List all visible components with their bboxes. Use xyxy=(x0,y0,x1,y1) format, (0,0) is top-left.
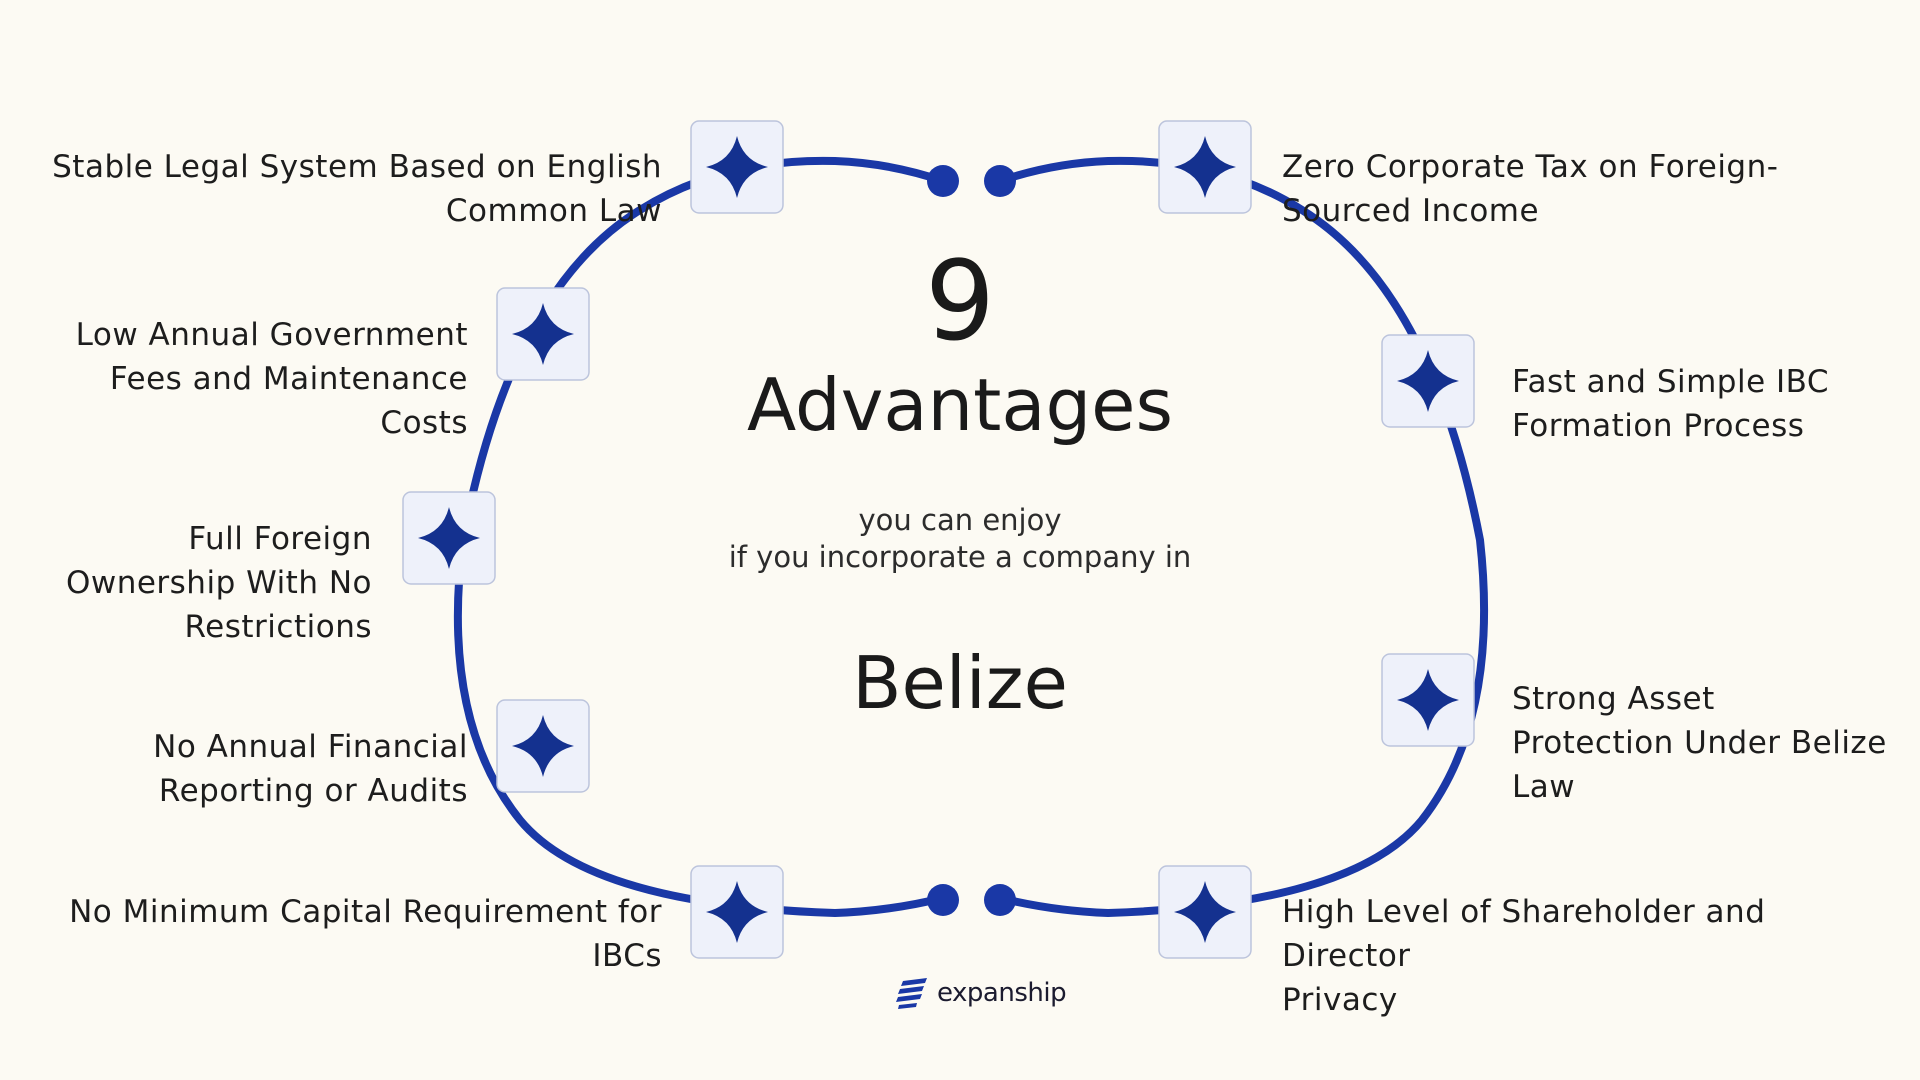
advantage-icon-tile xyxy=(402,491,496,585)
advantage-icon-tile xyxy=(496,699,590,793)
advantage-no-financial-reporting: No Annual Financial Reporting or Audits xyxy=(153,729,468,809)
subtitle: you can enjoy if you incorporate a compa… xyxy=(728,503,1192,574)
advantage-icon-tile xyxy=(496,287,590,381)
advantage-zero-corporate-tax: Zero Corporate Tax on Foreign- Sourced I… xyxy=(1282,149,1779,229)
advantage-icon-tile xyxy=(1158,120,1252,214)
heading-advantages: Advantages xyxy=(747,363,1173,447)
advantage-icon-tile xyxy=(1158,865,1252,959)
advantage-shareholder-privacy: High Level of Shareholder and Director P… xyxy=(1282,894,1766,1018)
advantage-icon-tile xyxy=(690,120,784,214)
sparkle-icon xyxy=(512,303,574,365)
advantage-strong-asset-protection: Strong Asset Protection Under Belize Law xyxy=(1512,681,1887,805)
advantage-low-annual-fees: Low Annual Government Fees and Maintenan… xyxy=(75,317,468,441)
ring-end-dot-top-right xyxy=(984,165,1016,197)
country-name: Belize xyxy=(852,641,1068,725)
advantage-icon-tile xyxy=(1381,334,1475,428)
ring-end-dot-top-left xyxy=(927,165,959,197)
sparkle-icon xyxy=(418,507,480,569)
brand-logo: expanship xyxy=(895,975,1067,1011)
sparkle-icon xyxy=(706,136,768,198)
ring-end-dot-bottom-left xyxy=(927,884,959,916)
brand-name: expanship xyxy=(937,978,1067,1008)
sparkle-icon xyxy=(1397,669,1459,731)
sparkle-icon xyxy=(1397,350,1459,412)
ring-end-dot-bottom-right xyxy=(984,884,1016,916)
advantage-fast-ibc-formation: Fast and Simple IBC Formation Process xyxy=(1512,364,1830,444)
advantage-icon-tile xyxy=(1381,653,1475,747)
advantage-count: 9 xyxy=(925,237,995,365)
advantage-icon-tile xyxy=(690,865,784,959)
sparkle-icon xyxy=(512,715,574,777)
sparkle-icon xyxy=(1174,881,1236,943)
sparkle-icon xyxy=(706,881,768,943)
advantage-stable-legal-system: Stable Legal System Based on English Com… xyxy=(52,149,662,229)
advantage-full-foreign-ownership: Full Foreign Ownership With No Restricti… xyxy=(65,521,372,645)
expanship-logo-icon xyxy=(896,978,927,1009)
sparkle-icon xyxy=(1174,136,1236,198)
advantage-no-minimum-capital: No Minimum Capital Requirement for IBCs xyxy=(69,894,662,974)
